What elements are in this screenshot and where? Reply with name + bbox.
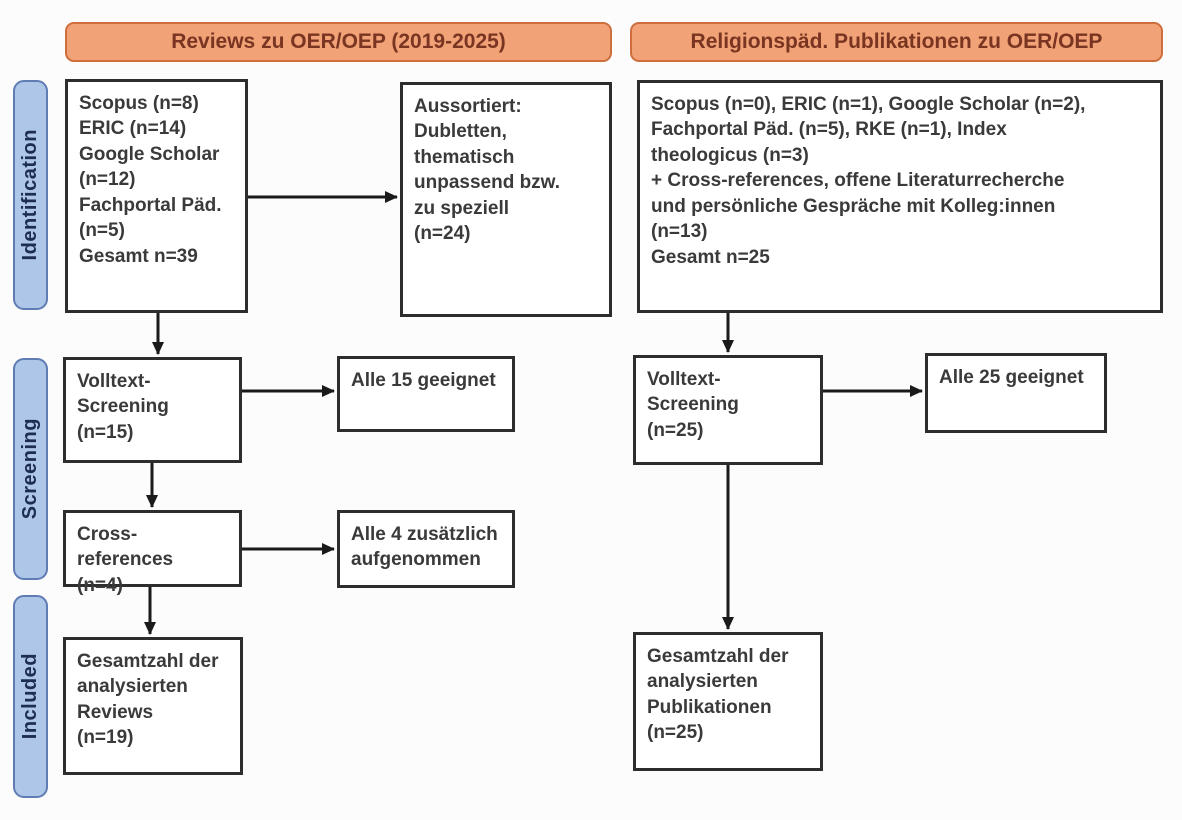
column-header-religionspaed: Religionspäd. Publikationen zu OER/OEP (630, 22, 1163, 62)
stage-label-screening-text: Screening (19, 418, 41, 520)
box-reviews-fulltext-screening: Volltext- Screening (n=15) (63, 357, 242, 463)
box-pubs-fulltext-result: Alle 25 geeignet (925, 353, 1107, 433)
stage-label-identification: Identification (13, 80, 48, 310)
box-pubs-fulltext-screening: Volltext- Screening (n=25) (633, 355, 823, 465)
stage-label-identification-text: Identification (19, 129, 41, 261)
box-reviews-excluded: Aussortiert: Dubletten, thematisch unpas… (400, 82, 612, 317)
box-reviews-fulltext-result: Alle 15 geeignet (337, 356, 515, 432)
box-reviews-crossreferences-result: Alle 4 zusätzlich aufgenommen (337, 510, 515, 588)
box-pubs-included-total: Gesamtzahl der analysierten Publikatione… (633, 632, 823, 771)
column-header-reviews: Reviews zu OER/OEP (2019-2025) (65, 22, 612, 62)
stage-label-screening: Screening (13, 358, 48, 580)
box-reviews-identification: Scopus (n=8) ERIC (n=14) Google Scholar … (65, 79, 248, 313)
box-pubs-identification: Scopus (n=0), ERIC (n=1), Google Scholar… (637, 80, 1163, 313)
stage-label-included-text: Included (19, 653, 41, 740)
box-reviews-crossreferences: Cross-references (n=4) (63, 510, 242, 596)
box-reviews-included-total: Gesamtzahl der analysierten Reviews (n=1… (63, 637, 243, 775)
stage-label-included: Included (13, 595, 48, 798)
